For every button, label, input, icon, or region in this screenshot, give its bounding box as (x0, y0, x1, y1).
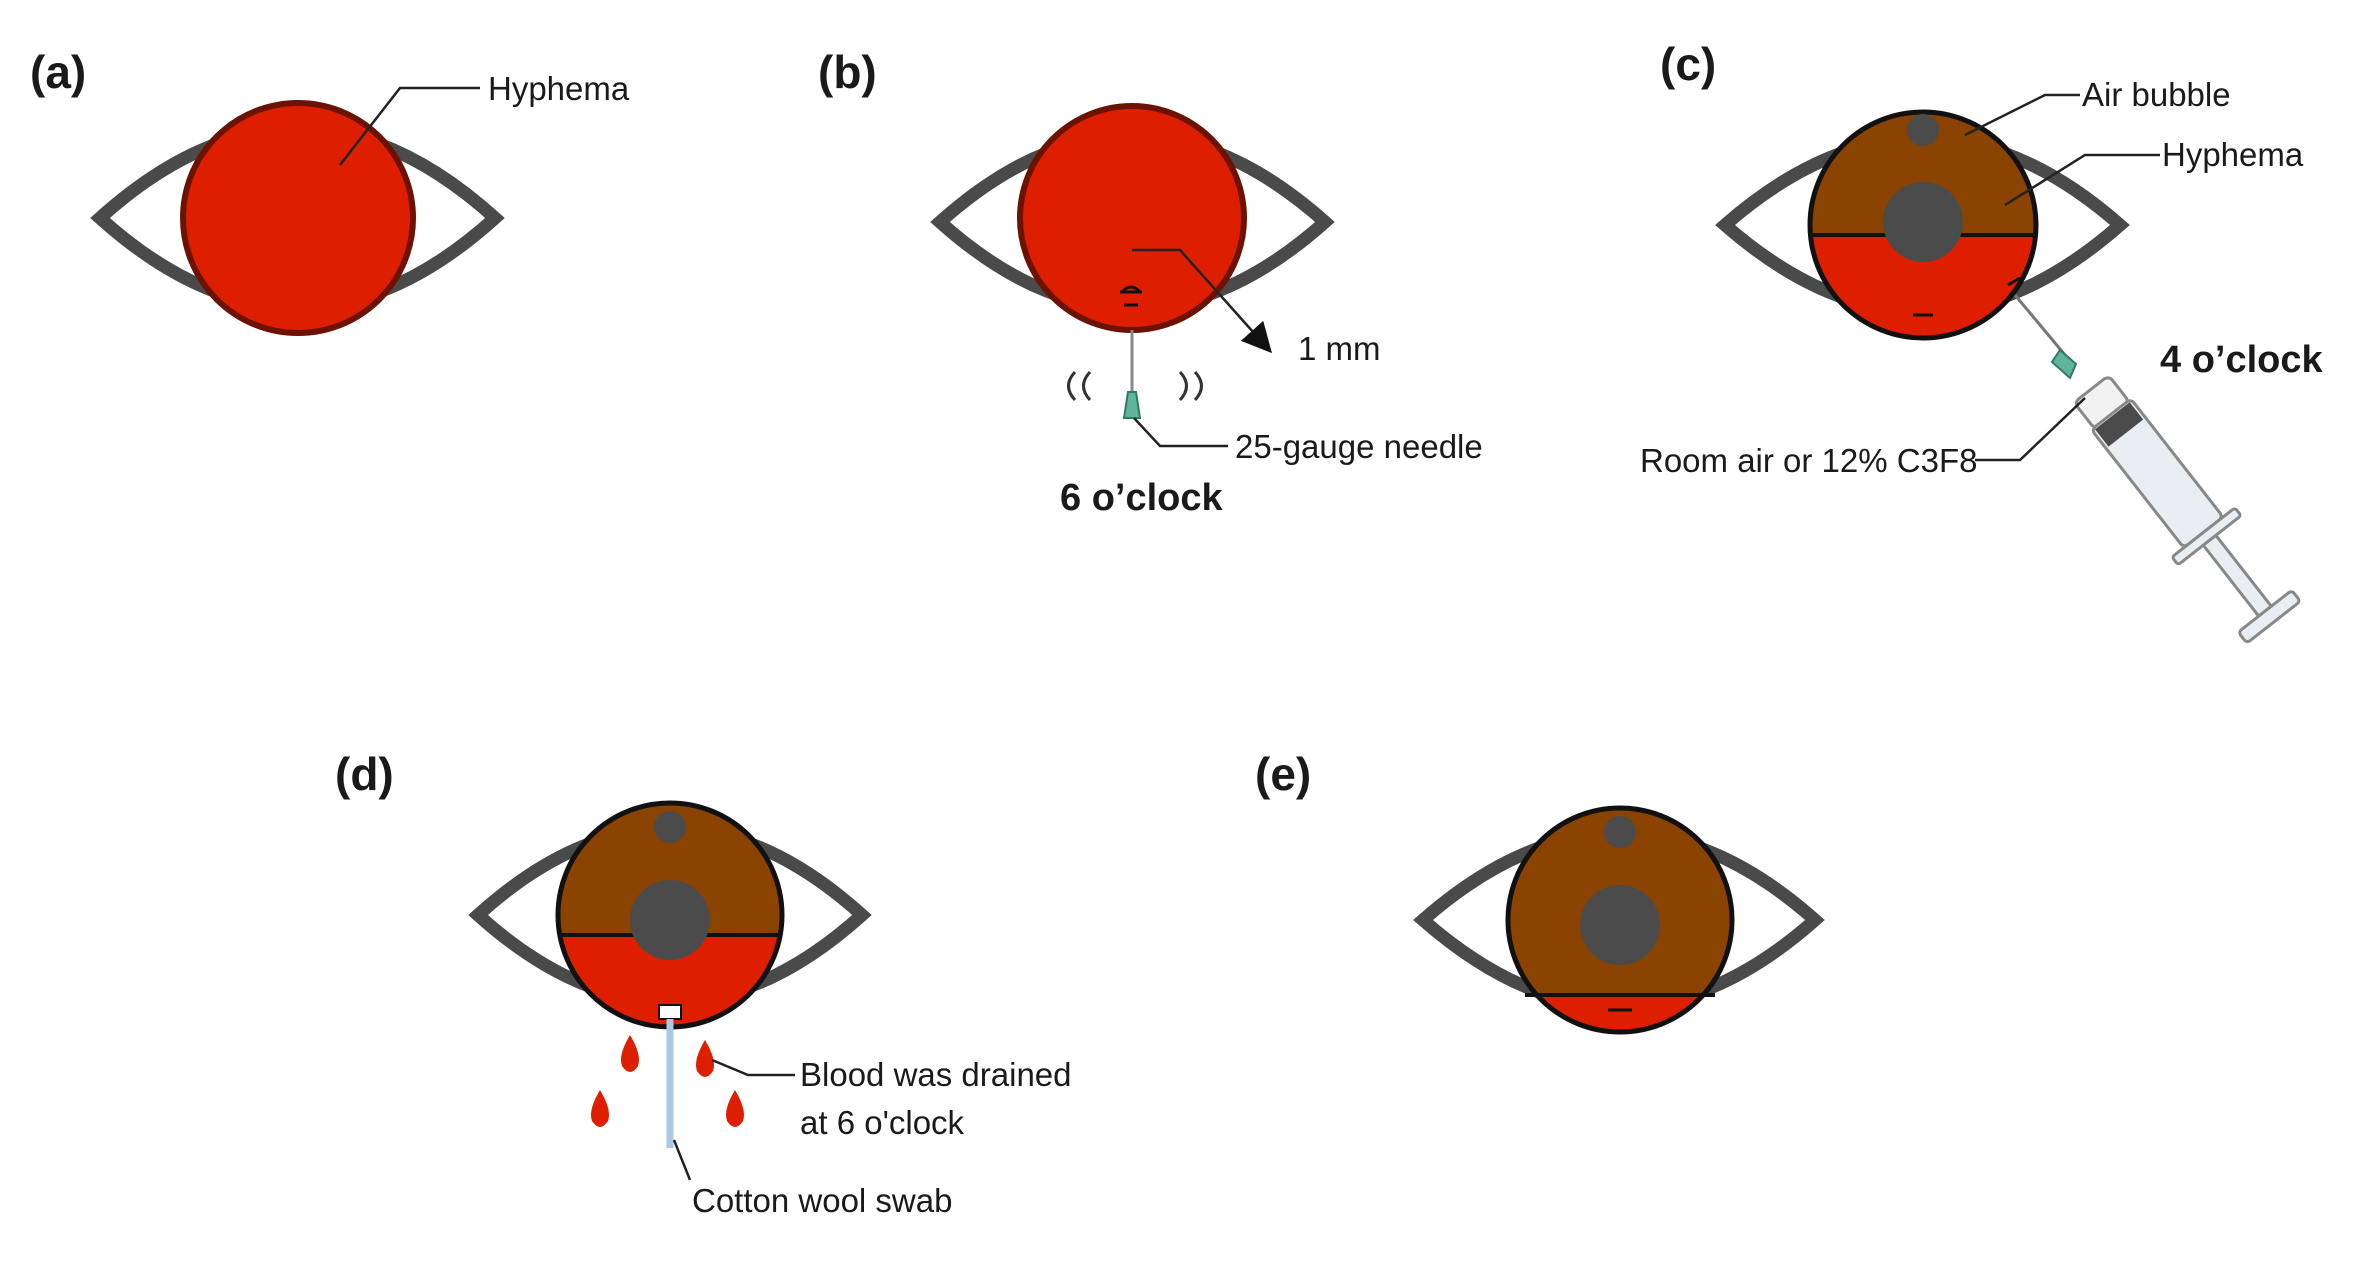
hyphema-label: Hyphema (488, 70, 630, 107)
blood-drops-icon (591, 1035, 744, 1127)
position-label: 6 o’clock (1060, 477, 1223, 519)
blood-label-line1: Blood was drained (800, 1056, 1072, 1093)
panel-e: (e) (1255, 748, 1825, 1035)
needle-hub-icon (1122, 391, 1142, 419)
eye-outline (1505, 805, 1735, 1035)
air-bubble-dot (1907, 114, 1939, 146)
hyphema-eye (1017, 103, 1247, 333)
gas-label: Room air or 12% C3F8 (1640, 442, 1977, 479)
panel-a-label: (a) (30, 46, 86, 98)
distance-label: 1 mm (1298, 330, 1381, 367)
distance-leader-arrow (1132, 248, 1272, 354)
panel-d-label: (d) (335, 748, 394, 800)
panel-b: (b) 1 mm 25-gauge needle 6 o’clock (818, 46, 1483, 519)
air-bubble-label: Air bubble (2082, 76, 2231, 113)
needle-leader-line (1133, 417, 1228, 448)
panel-c-label: (c) (1660, 38, 1716, 90)
incision-mark (2007, 276, 2021, 287)
pupil (1580, 885, 1660, 965)
pupil (630, 880, 710, 960)
gas-leader-line (1975, 397, 2086, 462)
needle-label: 25-gauge needle (1235, 428, 1483, 465)
incision-mark (1120, 285, 1142, 307)
blood-leader-line (711, 1058, 795, 1077)
swab-label: Cotton wool swab (692, 1182, 952, 1219)
air-bubble-dot (654, 811, 686, 843)
blood-label-line2: at 6 o'clock (800, 1104, 965, 1141)
hyphema-leader-line (339, 86, 480, 166)
panel-b-label: (b) (818, 46, 877, 98)
pupil (1883, 182, 1963, 262)
vibration-marks-icon (1067, 370, 1203, 402)
syringe-icon (2013, 294, 2301, 644)
air-bubble-leader-line (1964, 93, 2080, 137)
panel-e-label: (e) (1255, 748, 1311, 800)
eye-outline (1807, 109, 2039, 341)
cotton-swab-tip (658, 1004, 682, 1020)
hyphema-leader-line (2004, 153, 2160, 207)
panel-d: (d) Blood was drained at 6 o'clock Cotto… (335, 748, 1072, 1219)
hyphema-label: Hyphema (2162, 136, 2304, 173)
panel-c: (c) Air bubble Hyphema (1640, 38, 2323, 644)
swab-leader-line (672, 1139, 692, 1181)
hyphema-eye (180, 100, 416, 336)
air-bubble-dot (1604, 816, 1636, 848)
panel-a: (a) Hyphema (30, 46, 630, 336)
position-label: 4 o’clock (2160, 339, 2323, 381)
